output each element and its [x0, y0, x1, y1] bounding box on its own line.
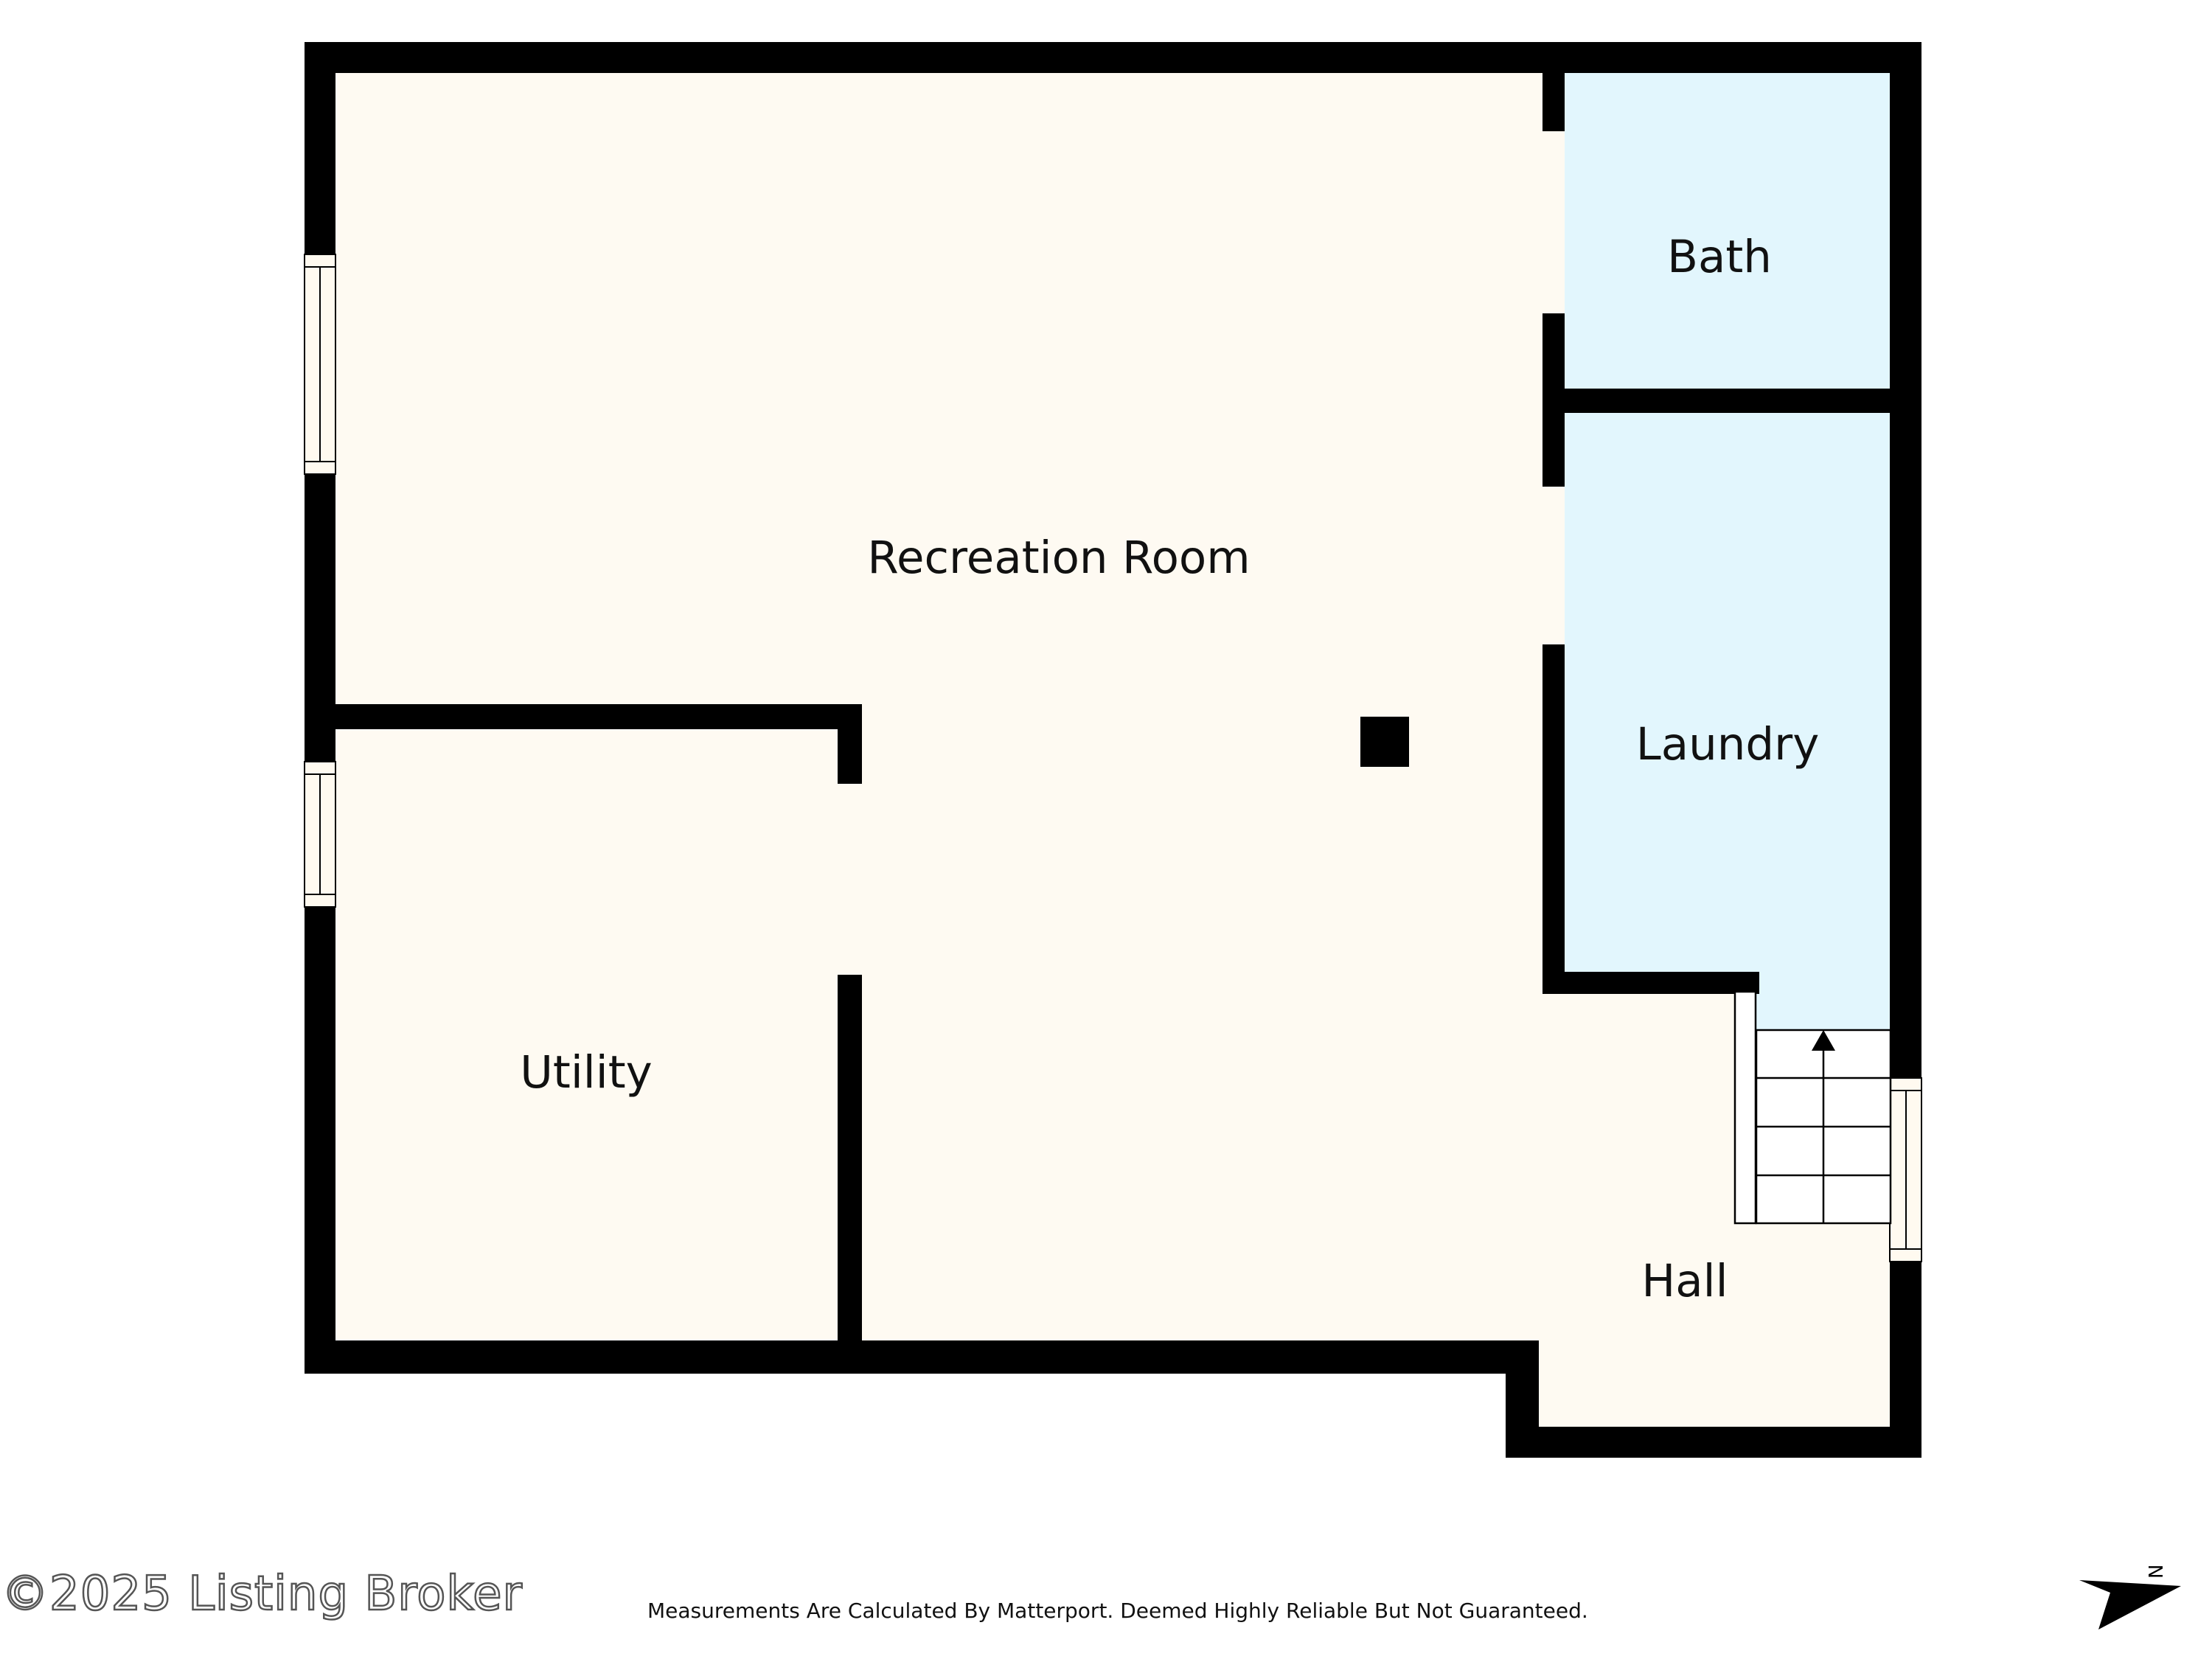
bath-doorway	[1543, 131, 1565, 313]
utility-room-area	[333, 730, 839, 1340]
window-west-upper	[304, 254, 336, 475]
window-east	[1889, 1077, 1922, 1262]
recreation-room-label: Recreation Room	[867, 532, 1250, 584]
wall-top	[305, 42, 1921, 73]
copyright-notice: ©2025 Listing Broker	[1, 1567, 523, 1621]
doorways	[838, 131, 1565, 975]
stairs-up-icon	[1733, 990, 1892, 1225]
recreation-room-area	[333, 72, 1893, 1428]
wall-bath-laundry	[1543, 389, 1921, 413]
bath-room-area	[1562, 72, 1893, 390]
north-arrow-icon: N	[2079, 1565, 2181, 1630]
measurement-disclaimer: Measurements Are Calculated By Matterpor…	[647, 1599, 1588, 1623]
wall-laundry-bottom	[1543, 972, 1759, 994]
laundry-label: Laundry	[1636, 718, 1820, 771]
windows	[304, 254, 1922, 1262]
hall-label: Hall	[1641, 1255, 1728, 1307]
laundry-room-area	[1562, 411, 1893, 1030]
bath-label: Bath	[1667, 231, 1772, 283]
utility-label: Utility	[520, 1046, 652, 1099]
window-west-lower	[304, 761, 336, 908]
wall-bottom-left	[305, 1340, 1538, 1374]
compass-letter: N	[2146, 1565, 2168, 1579]
wall-utility-top	[305, 704, 862, 729]
laundry-doorway	[1543, 487, 1565, 644]
column-icon	[1360, 717, 1409, 767]
utility-doorway	[838, 784, 862, 975]
wall-bottom-right	[1506, 1427, 1921, 1458]
